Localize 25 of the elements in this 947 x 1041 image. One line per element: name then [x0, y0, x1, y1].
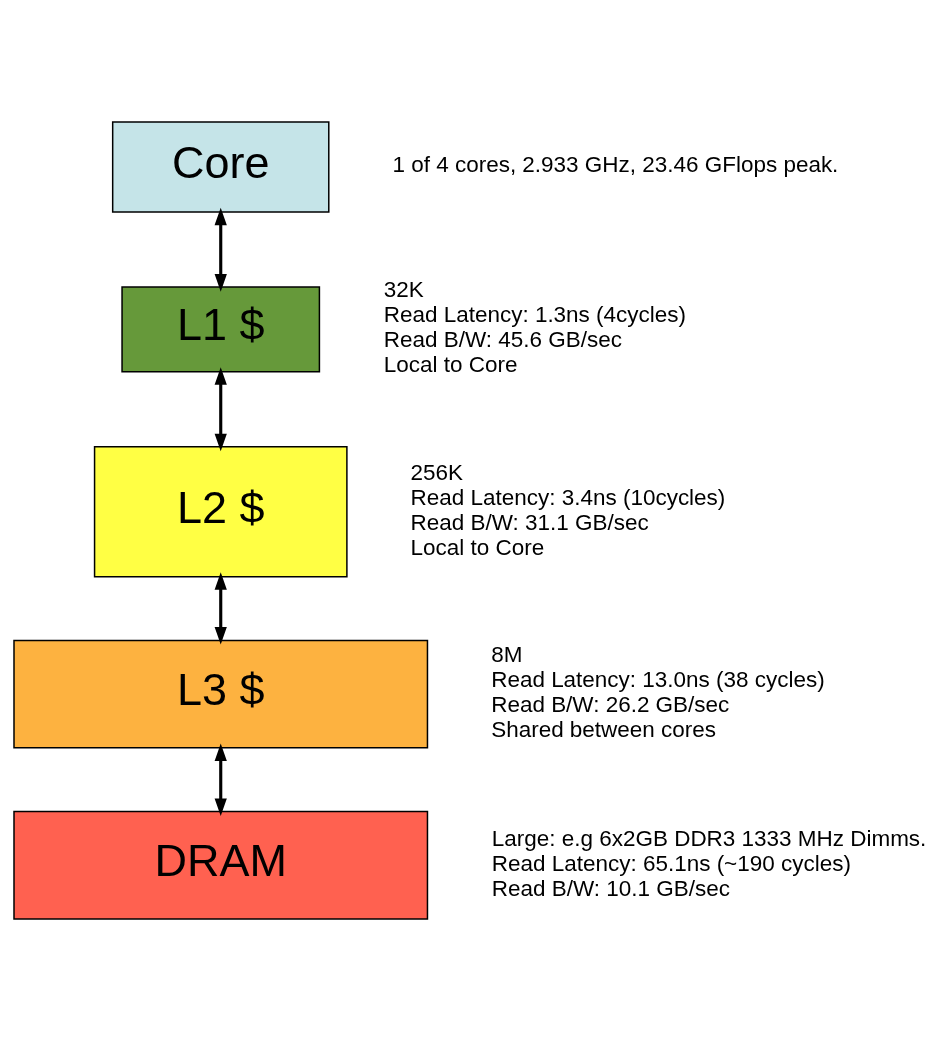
arrow [214, 207, 227, 292]
node-label: Read B/W: 26.2 GB/sec [490, 692, 729, 718]
arrow [214, 743, 227, 817]
node-label: Read Latency: 3.4ns (10cycles) [410, 484, 725, 510]
node-label: Read Latency: 1.3ns (4cycles) [383, 302, 686, 328]
node-label: 1 of 4 cores, 2.933 GHz, 23.46 GFlops peak. [391, 152, 838, 178]
node-label: Shared between cores [490, 717, 716, 743]
node-label: 32K [383, 277, 424, 303]
node-box: L3 $ [12, 639, 428, 749]
node-label: Local to Core [383, 352, 517, 378]
node-label: Read B/W: 31.1 GB/sec [410, 509, 649, 535]
arrow [214, 572, 227, 645]
node-box: Core [111, 121, 330, 213]
node-label: Read Latency: 65.1ns (~190 cycles) [491, 850, 851, 876]
node-box: DRAM [12, 810, 428, 920]
node-label: Large: e.g 6x2GB DDR3 1333 MHz Dimms. [491, 825, 926, 851]
node-label: Local to Core [410, 534, 544, 560]
node-box: L2 $ [93, 446, 348, 578]
node-label: Read B/W: 45.6 GB/sec [383, 327, 622, 353]
node-label: Read B/W: 10.1 GB/sec [491, 875, 730, 901]
arrow [214, 367, 227, 452]
node-label: Read Latency: 13.0ns (38 cycles) [490, 667, 825, 693]
node-label: 8M [490, 642, 522, 668]
node-box: L1 $ [120, 286, 320, 373]
node-label: 256K [410, 459, 463, 485]
